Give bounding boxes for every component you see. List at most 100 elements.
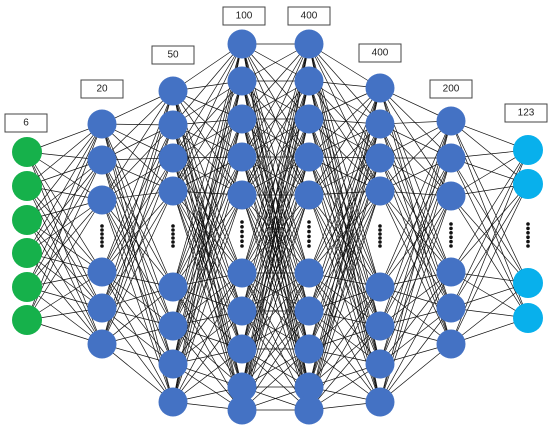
connection-0-1-4 xyxy=(26,185,103,309)
connection-1-3-3 xyxy=(101,190,174,273)
ellipsis-dot-4-5 xyxy=(307,244,311,248)
ellipsis-dot-3-1 xyxy=(240,225,244,229)
ellipsis-dot-2-4 xyxy=(171,240,175,244)
connection-6-3-0 xyxy=(450,149,529,273)
layer-size-text-6: 200 xyxy=(443,84,460,95)
ellipsis-dot-1-2 xyxy=(100,232,104,236)
connection-5-7-4 xyxy=(379,307,452,403)
connection-1-2-5 xyxy=(101,199,174,327)
neuron-hidden-2-7 xyxy=(158,387,188,417)
connection-1-3-5 xyxy=(101,271,174,327)
connection-6-0-1 xyxy=(450,120,529,185)
connection-0-0-3 xyxy=(26,151,103,273)
neuron-hidden-1-5 xyxy=(87,329,117,359)
neuron-hidden-6-0 xyxy=(436,106,466,136)
ellipsis-dot-5-2 xyxy=(378,232,382,236)
connection-1-2-1 xyxy=(101,124,174,201)
neuron-hidden-3-7 xyxy=(227,334,257,364)
neuron-hidden-3-3 xyxy=(227,142,257,172)
ellipsis-dot-3-5 xyxy=(240,244,244,248)
ellipsis-dot-1-3 xyxy=(100,236,104,240)
connection-5-4-5 xyxy=(379,286,452,345)
connection-0-3-1 xyxy=(26,159,103,254)
connection-3-2-0 xyxy=(241,43,310,120)
neuron-hidden-4-0 xyxy=(294,29,324,59)
connection-2-7-6 xyxy=(172,310,243,403)
layer-size-text-1: 20 xyxy=(96,84,108,95)
ellipsis-dot-2-0 xyxy=(171,224,175,228)
connection-4-8-4 xyxy=(308,286,381,388)
connection-3-3-0 xyxy=(241,43,310,158)
layer-size-box-6 xyxy=(429,79,473,99)
ellipsis-dot-7-0 xyxy=(526,222,530,226)
connection-2-7-7 xyxy=(172,348,243,403)
connection-6-2-3 xyxy=(450,195,529,319)
neuron-hidden-1-0 xyxy=(87,109,117,139)
connection-4-6-3 xyxy=(308,190,381,312)
connection-1-5-4 xyxy=(101,286,174,345)
connection-5-3-3 xyxy=(379,190,452,273)
neuron-hidden-1-4 xyxy=(87,293,117,323)
connection-3-9-7 xyxy=(241,348,310,411)
neuron-hidden-2-3 xyxy=(158,176,188,206)
ellipsis-dot-7-2 xyxy=(526,231,530,235)
neuron-input-0-0 xyxy=(12,137,42,167)
connection-0-3-4 xyxy=(26,252,103,309)
connection-0-3-2 xyxy=(26,199,103,254)
neuron-hidden-2-0 xyxy=(158,76,188,106)
ellipsis-dot-5-1 xyxy=(378,228,382,232)
connection-1-3-7 xyxy=(101,271,174,403)
layer-size-text-2: 50 xyxy=(167,50,179,61)
connection-4-8-0 xyxy=(308,87,381,388)
neuron-hidden-5-7 xyxy=(365,387,395,417)
ellipsis-dot-2-3 xyxy=(171,236,175,240)
connection-2-3-7 xyxy=(172,190,243,350)
connection-3-9-4 xyxy=(241,194,310,411)
ellipsis-dot-4-2 xyxy=(307,229,311,234)
neuron-hidden-3-0 xyxy=(227,29,257,59)
neuron-hidden-3-4 xyxy=(227,180,257,210)
neuron-hidden-1-3 xyxy=(87,257,117,287)
neuron-input-0-2 xyxy=(12,205,42,235)
ellipsis-dot-5-3 xyxy=(378,236,382,240)
connection-2-5-9 xyxy=(172,325,243,411)
connection-6-0-2 xyxy=(450,120,529,284)
connection-1-0-3 xyxy=(101,123,174,192)
neuron-hidden-3-1 xyxy=(227,66,257,96)
layer-size-label-0: 6 xyxy=(4,113,48,133)
connection-2-6-0 xyxy=(172,43,243,365)
connection-4-9-5 xyxy=(308,325,381,411)
neuron-hidden-4-2 xyxy=(294,104,324,134)
connection-2-2-9 xyxy=(172,157,243,411)
layer-size-box-5 xyxy=(358,43,402,63)
layer-size-box-7 xyxy=(504,103,548,123)
layer-size-box-1 xyxy=(80,79,124,99)
connection-1-0-4 xyxy=(101,123,174,288)
ellipsis-dot-6-2 xyxy=(449,231,453,235)
neuron-hidden-5-4 xyxy=(365,272,395,302)
neuron-hidden-5-5 xyxy=(365,311,395,341)
ellipsis-dot-1-0 xyxy=(100,224,104,228)
connection-2-2-5 xyxy=(172,157,243,274)
neuron-hidden-3-9 xyxy=(227,395,257,425)
ellipsis-dot-1-5 xyxy=(100,244,104,248)
ellipsis-dot-5-0 xyxy=(378,224,382,228)
connection-6-1-3 xyxy=(450,157,529,319)
ellipsis-dot-6-4 xyxy=(449,239,453,244)
layer-size-label-7: 123 xyxy=(504,103,548,123)
connection-5-3-5 xyxy=(379,190,452,345)
connection-2-7-5 xyxy=(172,272,243,403)
neuron-output-7-1 xyxy=(513,169,543,199)
ellipsis-dot-6-0 xyxy=(449,222,453,226)
ellipsis-dot-5-5 xyxy=(378,244,382,248)
connection-4-9-3 xyxy=(308,190,381,411)
layer-size-label-1: 20 xyxy=(80,79,124,99)
ellipsis-dot-2-5 xyxy=(171,244,175,248)
ellipsis-dot-4-3 xyxy=(307,234,311,239)
ellipsis-dot-7-3 xyxy=(526,235,530,239)
connection-6-3-1 xyxy=(450,183,529,273)
neuron-hidden-4-3 xyxy=(294,142,324,172)
connection-0-2-4 xyxy=(26,219,103,309)
connection-1-4-7 xyxy=(101,307,174,403)
